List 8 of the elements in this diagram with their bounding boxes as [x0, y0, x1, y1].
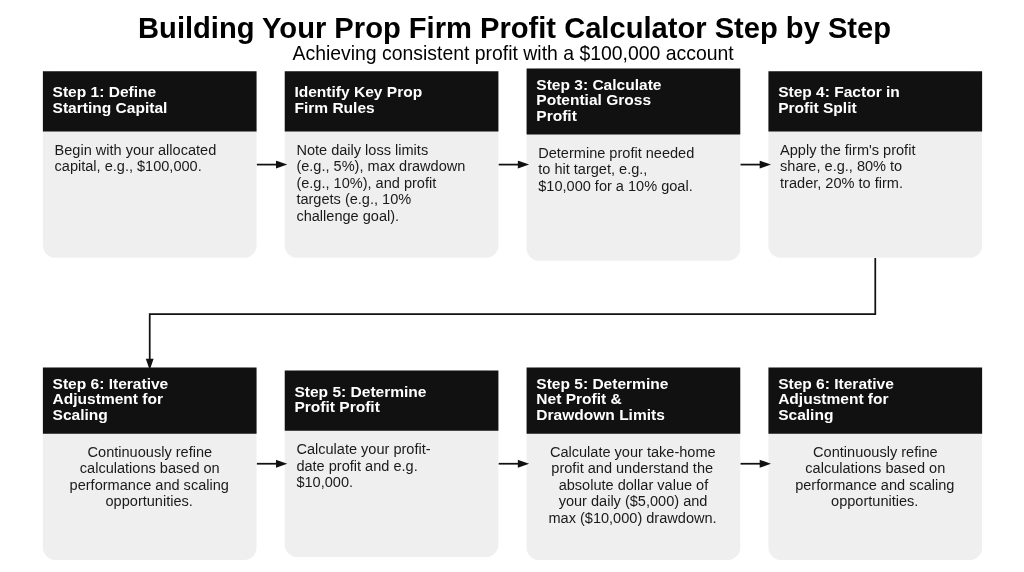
arrow — [255, 459, 287, 468]
arrow — [739, 160, 771, 169]
arrow — [145, 257, 876, 370]
arrow — [497, 160, 529, 169]
diagram-title: Building Your Prop Firm Profit Calculator Step by Step — [137, 12, 891, 45]
arrow — [739, 459, 771, 468]
arrow — [497, 459, 529, 468]
arrow — [255, 160, 287, 169]
